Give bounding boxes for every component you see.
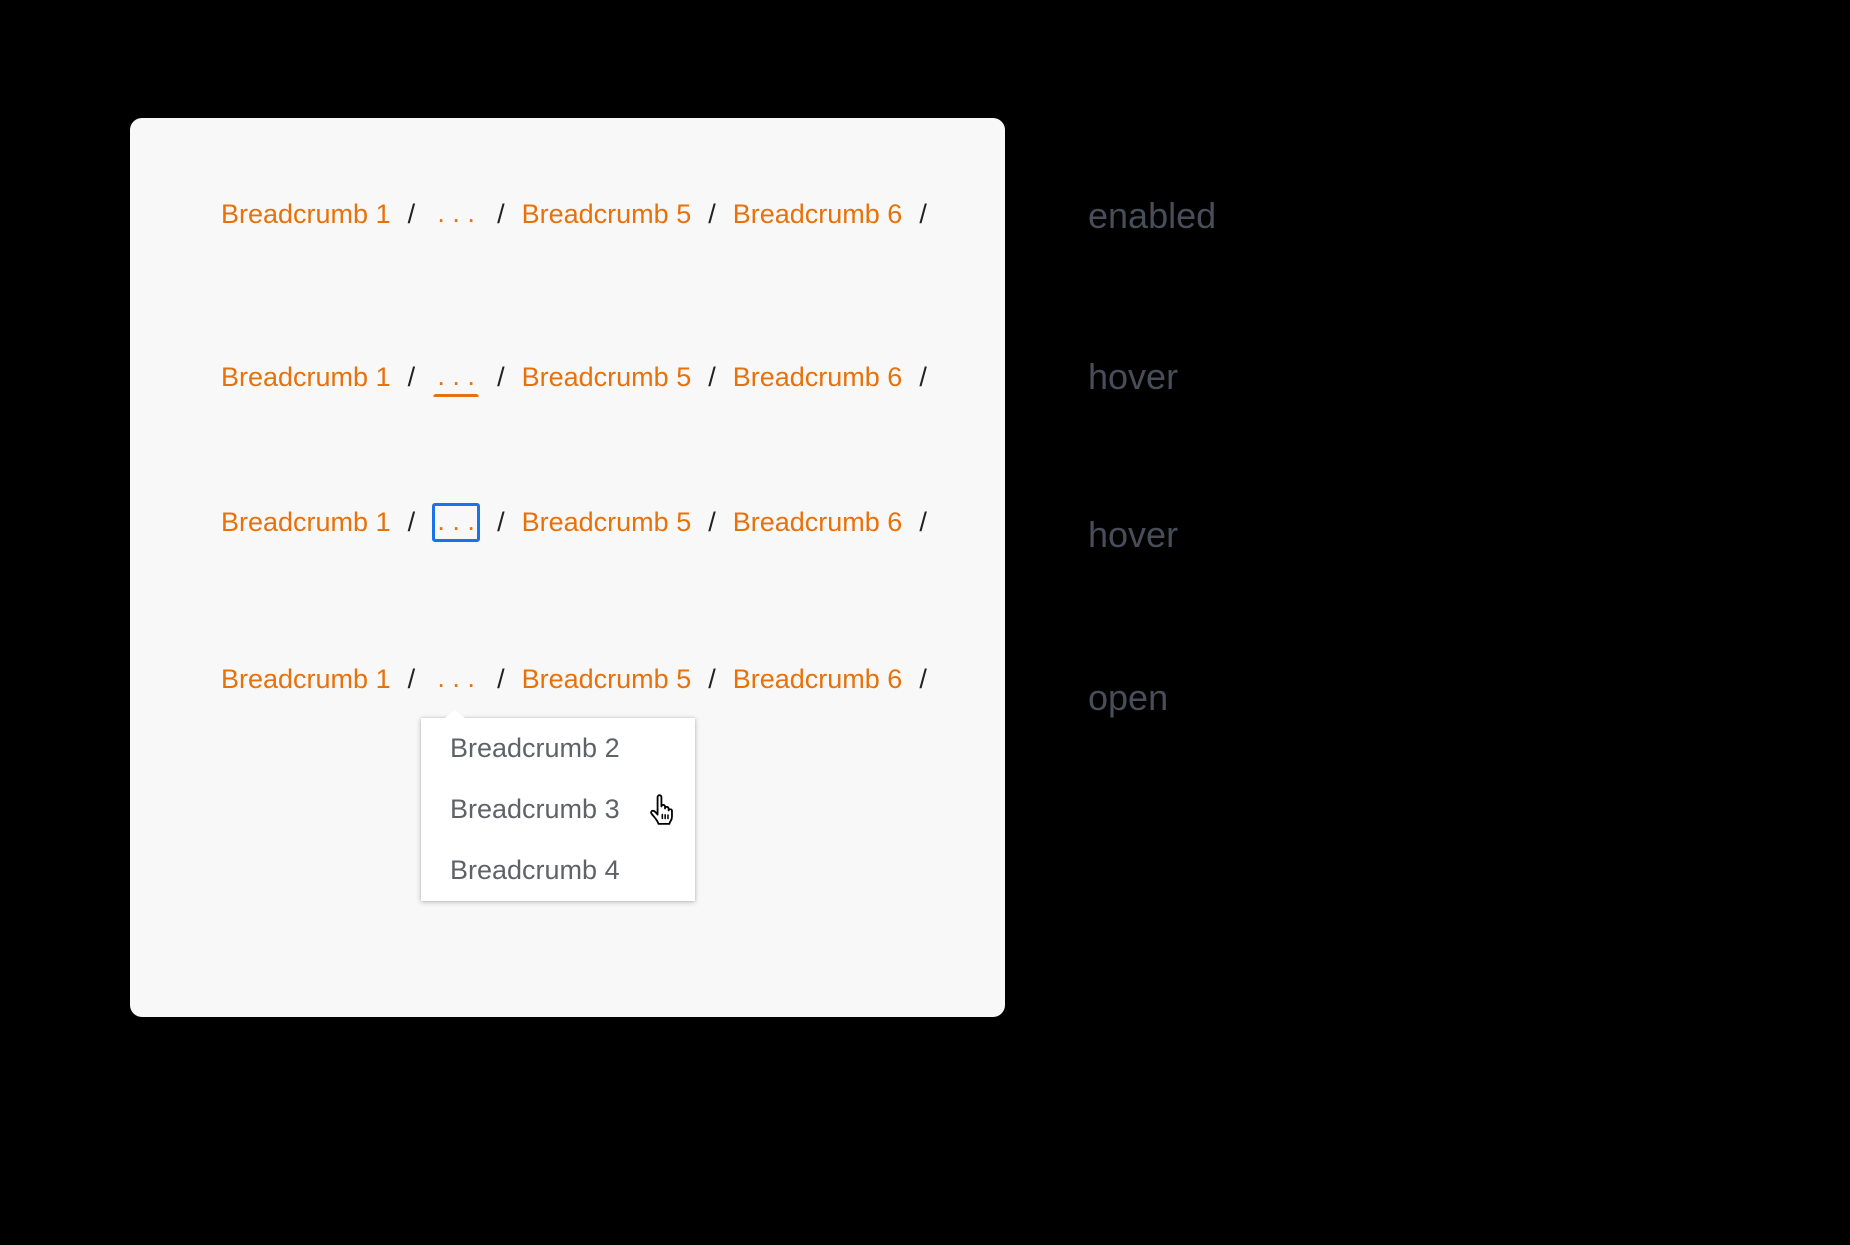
breadcrumb-collapsed-ellipsis[interactable]: . . . <box>437 197 475 228</box>
breadcrumb-separator: / <box>919 663 927 694</box>
breadcrumb-separator: / <box>708 198 716 229</box>
breadcrumb-separator: / <box>497 506 505 537</box>
menu-item-breadcrumb-3[interactable]: Breadcrumb 3 <box>450 794 620 824</box>
breadcrumb-collapsed-ellipsis-focused[interactable]: . . . <box>432 502 481 542</box>
breadcrumb-separator: / <box>407 663 416 694</box>
menu-item-breadcrumb-4[interactable]: Breadcrumb 4 <box>450 855 620 885</box>
breadcrumb-link-6[interactable]: Breadcrumb 6 <box>732 663 903 694</box>
state-label-hover-1: hover <box>1088 356 1179 397</box>
pointer-hand-cursor-icon <box>650 794 673 825</box>
menu-caret-icon <box>445 710 465 718</box>
breadcrumb-demo-card: Breadcrumb 1 / . . . / Breadcrumb 5 / Br… <box>130 118 1005 1017</box>
breadcrumb-link-1[interactable]: Breadcrumb 1 <box>221 663 391 694</box>
breadcrumb-separator: / <box>708 506 716 537</box>
breadcrumb-overflow-menu: Breadcrumb 2 Breadcrumb 3 Breadcrumb 4 <box>421 710 695 901</box>
menu-item-breadcrumb-2[interactable]: Breadcrumb 2 <box>450 733 620 763</box>
breadcrumb-separator: / <box>919 361 927 392</box>
breadcrumb-collapsed-ellipsis-open[interactable]: . . . <box>437 662 475 693</box>
state-label-enabled: enabled <box>1088 195 1217 236</box>
breadcrumb-separator: / <box>708 361 716 392</box>
breadcrumb-link-1[interactable]: Breadcrumb 1 <box>221 361 391 392</box>
breadcrumb-link-5[interactable]: Breadcrumb 5 <box>521 506 692 537</box>
breadcrumb-separator: / <box>919 506 927 537</box>
breadcrumb-link-5[interactable]: Breadcrumb 5 <box>521 198 692 229</box>
breadcrumb-separator: / <box>497 663 505 694</box>
breadcrumb-separator: / <box>407 506 416 537</box>
state-label-open: open <box>1088 677 1169 718</box>
breadcrumb-row-hover-underline: Breadcrumb 1 / . . . / Breadcrumb 5 / Br… <box>221 355 927 399</box>
breadcrumb-link-5[interactable]: Breadcrumb 5 <box>521 361 692 392</box>
breadcrumb-separator: / <box>407 198 416 229</box>
breadcrumb-row-focus-ring: Breadcrumb 1 / . . . / Breadcrumb 5 / Br… <box>221 500 927 544</box>
breadcrumb-separator: / <box>708 663 716 694</box>
breadcrumb-collapsed-ellipsis-hovered[interactable]: . . . <box>432 358 481 397</box>
breadcrumb-separator: / <box>497 361 505 392</box>
breadcrumb-separator: / <box>497 198 505 229</box>
breadcrumb-link-5[interactable]: Breadcrumb 5 <box>521 663 692 694</box>
breadcrumb-link-6[interactable]: Breadcrumb 6 <box>732 361 903 392</box>
state-label-hover-2: hover <box>1088 514 1179 555</box>
breadcrumb-link-6[interactable]: Breadcrumb 6 <box>732 506 903 537</box>
breadcrumb-row-enabled: Breadcrumb 1 / . . . / Breadcrumb 5 / Br… <box>221 192 927 236</box>
breadcrumb-link-6[interactable]: Breadcrumb 6 <box>732 198 903 229</box>
breadcrumb-link-1[interactable]: Breadcrumb 1 <box>221 198 391 229</box>
breadcrumb-separator: / <box>919 198 927 229</box>
breadcrumb-link-1[interactable]: Breadcrumb 1 <box>221 506 391 537</box>
breadcrumb-separator: / <box>407 361 416 392</box>
breadcrumb-row-open: Breadcrumb 1 / . . . / Breadcrumb 5 / Br… <box>221 657 927 701</box>
